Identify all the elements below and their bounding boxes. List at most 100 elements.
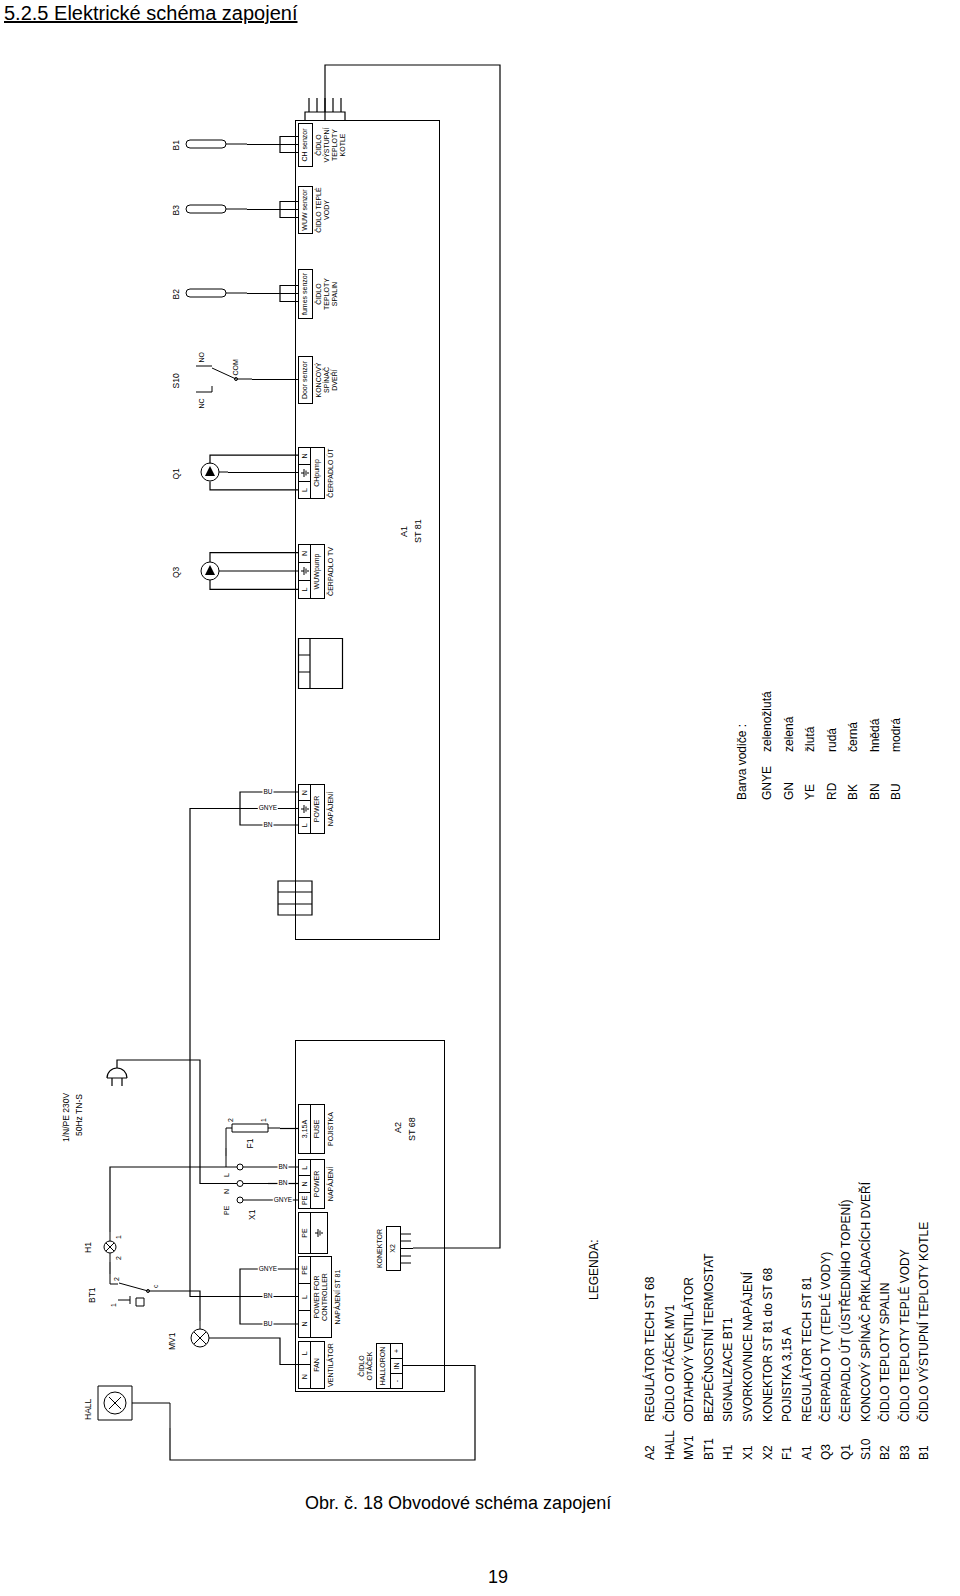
wire [190, 809, 298, 1297]
pin-number: c [152, 1285, 159, 1289]
pin-number: 2 [113, 1277, 120, 1281]
contact-label: NC [198, 398, 205, 408]
terminal-label: N [299, 1366, 310, 1389]
designator: MV1 [168, 1333, 177, 1350]
ground-symbol [301, 567, 309, 577]
wire-color-code: YE [804, 784, 816, 800]
block-description: ČERPADLO TV [327, 544, 335, 599]
wire-color-code: BN [869, 783, 881, 800]
wire [164, 1291, 200, 1321]
ground-symbol-line [301, 805, 308, 813]
block-outline: Door senzor [298, 356, 313, 404]
legend-heading: LEGENDA: [588, 1239, 600, 1300]
pin-number: 2 [115, 1256, 122, 1260]
wire [228, 472, 298, 473]
block-outline: 3,15AFUSE [298, 1104, 325, 1154]
block-outline: LNCHpump [298, 447, 325, 499]
terminal-block: NLFANVENTILÁTOR [298, 1341, 335, 1389]
terminal-label: IN [391, 1359, 402, 1374]
designator: BT1 [88, 1287, 97, 1303]
component: BT1 [88, 1274, 164, 1308]
terminal-block: PENLPOWERNAPÁJENÍ [298, 1159, 335, 1209]
legend-code: HALL [664, 1430, 676, 1460]
legend-code: Q1 [840, 1444, 852, 1460]
terminal-label: + [391, 1344, 402, 1359]
pump-symbol-fill [205, 467, 215, 477]
block-description: KONCOVÝ SPÍNAČ DVEŘÍ [315, 356, 339, 404]
terminal-row: NL [299, 1342, 311, 1388]
contact-label: NO [198, 352, 205, 363]
legend-code: B1 [918, 1445, 930, 1460]
component: HALL [84, 1380, 180, 1428]
block-outline: CH senzor [298, 123, 313, 167]
wire-color-name: modrá [890, 718, 902, 752]
page-number: 19 [488, 1568, 508, 1588]
block-outline: X2 [386, 1226, 401, 1271]
pump-symbol-line [201, 464, 228, 482]
legend-description: KONEKTOR ST 81 do ST 68 [762, 1268, 774, 1422]
wire-group [107, 98, 345, 1324]
wire [247, 293, 298, 294]
limit-switch-symbol [172, 349, 252, 411]
ground-cell [299, 801, 310, 817]
hall-sensor-symbol [84, 1380, 180, 1428]
block-name: WUWpump [311, 545, 324, 598]
wire-color-tag: BU [262, 1321, 273, 1328]
legend-description: SIGNALIZACE BT1 [722, 1317, 734, 1422]
empty-socket [299, 639, 343, 689]
terminal-block: KONEKTORX2 [376, 1226, 413, 1271]
wire [225, 1148, 226, 1156]
pin-number: 1 [115, 1235, 122, 1239]
terminal-label: N [299, 545, 310, 563]
block-description: ČERPADLO ÚT [327, 447, 335, 499]
supply-wire [268, 1167, 299, 1200]
block-name: Door senzor [299, 357, 312, 403]
block-outline: LNPOWER [298, 784, 325, 834]
terminal-label: PE [299, 1213, 310, 1253]
page-title: 5.2.5 Elektrické schéma zapojení [4, 2, 298, 24]
component: Q3 [172, 556, 228, 586]
block-caption: ČIDLO OTÁČEK [358, 1343, 374, 1389]
temperature-probe-symbol-line [186, 290, 247, 298]
block-name: POWER FOR CONTROLLER [311, 1257, 331, 1337]
block-outline: fumes senzor [298, 269, 313, 319]
legend-description: POJISTKA 3,15 A [781, 1327, 793, 1422]
terminal-block-symbol-line [218, 1156, 268, 1203]
wire [247, 209, 298, 210]
wire-color-tag: BN [277, 1180, 288, 1187]
pin-number: 2 [227, 1118, 234, 1122]
terminal-row: NLPE [299, 1257, 311, 1337]
block-name: WUW senzor [299, 187, 312, 233]
block-outline: HALLORON-IN+ [376, 1343, 403, 1389]
figure-caption: Obr. č. 18 Obvodové schéma zapojení [305, 1494, 611, 1514]
terminal-row: PENL [299, 1160, 311, 1208]
terminal-label: 3,15A [299, 1105, 310, 1153]
power-plug [107, 1068, 127, 1086]
pin-number: 1 [110, 1303, 117, 1307]
terminal-block: Door senzorKONCOVÝ SPÍNAČ DVEŘÍ [298, 356, 339, 404]
wire-color-code: BU [890, 783, 902, 800]
block-description: NAPÁJENÍ [327, 1159, 335, 1209]
block-name: HALLORON [377, 1344, 390, 1388]
component: S10 [172, 349, 252, 411]
wire [228, 570, 298, 571]
block-outline: PE [298, 1212, 328, 1254]
ground-symbol [301, 468, 309, 478]
terminal-block: LNWUWpumpČERPADLO TV [298, 544, 335, 599]
terminal-label: L [299, 1160, 310, 1176]
designator: B3 [172, 205, 181, 215]
legend-code: S10 [860, 1439, 872, 1460]
terminal-label: PE [299, 1193, 310, 1208]
legend-code: F1 [781, 1446, 793, 1460]
board-designator: ST 81 [414, 519, 423, 543]
connector-pins-line [401, 1234, 413, 1263]
block-outline: PENLPOWER [298, 1159, 325, 1209]
block-name: FAN [311, 1342, 324, 1388]
block-description: VENTILÁTOR [327, 1341, 335, 1389]
block-description: NAPÁJENÍ ST 81 [334, 1256, 342, 1338]
legend-description: BEZPEČNOSTNÍ TERMOSTAT [703, 1253, 715, 1422]
legend-description: ČIDLO OTÁČEK MV1 [664, 1305, 676, 1422]
designator: X1 [248, 1210, 257, 1220]
legend-description: ČERPADLO ÚT (ÚSTŘEDNÍHO TOPENÍ) [840, 1200, 852, 1422]
